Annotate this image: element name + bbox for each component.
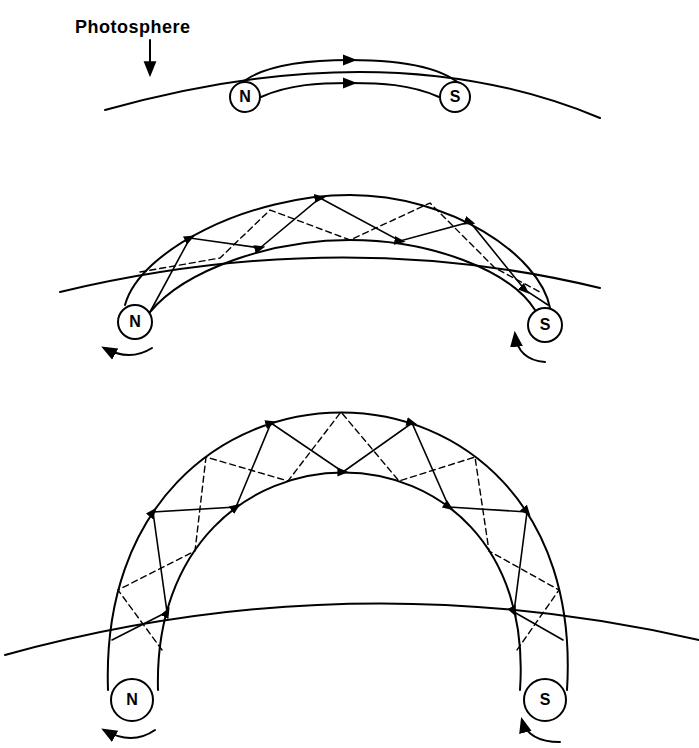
pole-label: S [450,89,461,105]
rotation-arrow [104,348,152,355]
twisted-field-line [118,412,559,650]
pole-label: S [540,317,551,333]
twisted-field-line [112,423,563,640]
rotation-arrow [104,730,155,738]
rotation-arrow [522,720,560,742]
photosphere-line [105,72,600,118]
pole-circle: N [117,304,153,340]
region-label: Photosphere [75,17,191,38]
twisted-field-line [150,198,548,312]
pole-circle: S [523,678,567,722]
flux-tube-outline [125,195,550,308]
pole-label: N [126,692,138,708]
pole-label: S [540,692,551,708]
pole-circle: N [229,81,261,113]
twisted-field-line [140,203,540,292]
flux-tube-outline [158,473,521,691]
flux-tube-outline [108,413,568,691]
pole-circle: S [527,307,563,343]
pole-label: N [129,314,141,330]
flux-tube-outline [261,83,439,97]
photosphere-line [60,257,600,292]
pole-circle: N [110,678,154,722]
pointer-arrow [149,40,151,74]
pole-circle: S [439,81,471,113]
pole-label: N [239,89,251,105]
